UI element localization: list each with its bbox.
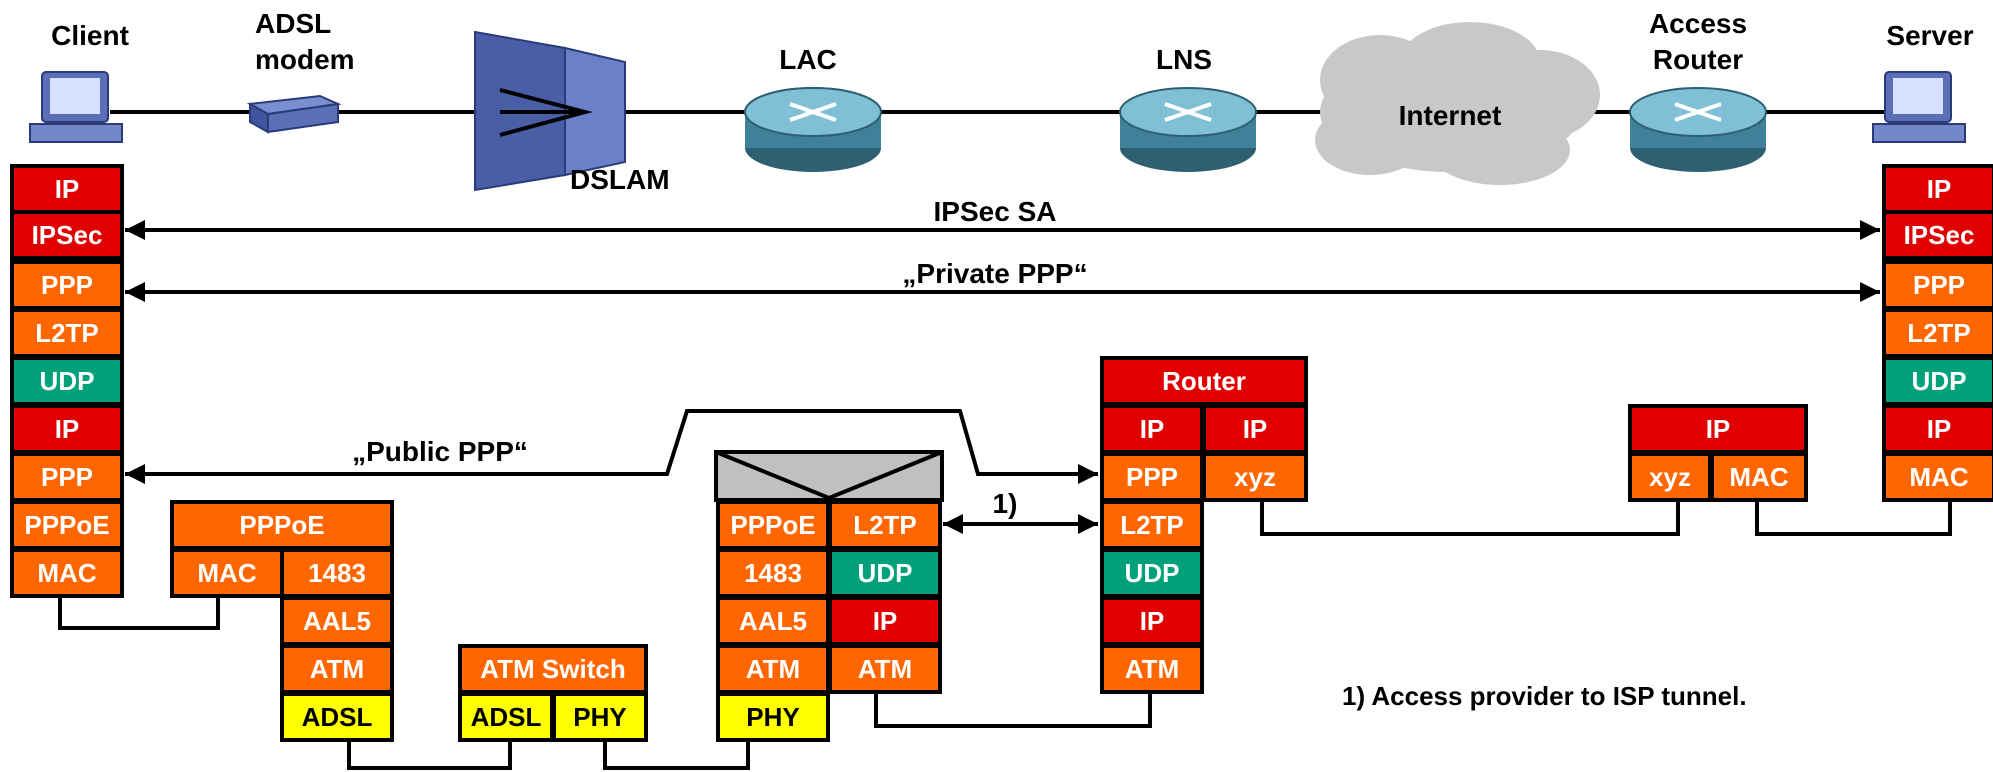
- ipsec-sa-label: IPSec SA: [933, 196, 1057, 227]
- switch-lac-link: [603, 738, 750, 770]
- server-stack-cell: PPP: [1882, 260, 1993, 310]
- lac-stack-left-cell: AAL5: [716, 596, 830, 646]
- public-ppp-arrow: [125, 409, 1098, 484]
- dslam-label: DSLAM: [570, 164, 670, 195]
- lns-stack-cell: xyz: [1202, 452, 1308, 502]
- client-label: Client: [51, 20, 129, 51]
- lns-label: LNS: [1156, 44, 1212, 75]
- lns-stack-cell: IP: [1100, 404, 1204, 454]
- footnote: 1) Access provider to ISP tunnel.: [1342, 681, 1747, 711]
- adsl-modem-label-1: ADSL: [255, 8, 332, 39]
- internet-cloud-icon: [1315, 22, 1600, 185]
- client-computer-icon: [29, 71, 123, 143]
- lns-stack-below-cell: IP: [1100, 596, 1204, 646]
- client-stack-cell: UDP: [10, 356, 124, 406]
- dslam-icon: [474, 30, 626, 192]
- atm-switch-left: ADSL: [458, 692, 554, 742]
- lns-stack-below-cell: UDP: [1100, 548, 1204, 598]
- server-stack-cell: IP: [1882, 404, 1993, 454]
- modem-stack-left: MAC: [170, 548, 284, 598]
- modem-stack-cell: AAL5: [280, 596, 394, 646]
- lac-lns-link: [874, 690, 1152, 728]
- access-router-label-2: Router: [1652, 44, 1744, 75]
- modem-stack-cell: ATM: [280, 644, 394, 694]
- internet-label: Internet: [1398, 100, 1502, 131]
- atm-switch-right: PHY: [552, 692, 648, 742]
- lac-stack-right-cell: L2TP: [828, 500, 942, 550]
- lns-stack-title: Router: [1100, 356, 1308, 406]
- server-stack-cell: UDP: [1882, 356, 1993, 406]
- client-stack-cell: PPPoE: [10, 500, 124, 550]
- lac-stack-left-cell: PPPoE: [716, 500, 830, 550]
- public-ppp-label: „Public PPP“: [352, 436, 528, 467]
- adsl-modem-icon: [246, 94, 342, 134]
- modem-stack-top: PPPoE: [170, 500, 394, 550]
- client-stack-cell: IPSec: [10, 210, 124, 260]
- lac-stack-right-cell: ATM: [828, 644, 942, 694]
- client-stack-cell: MAC: [10, 548, 124, 598]
- access-router-stack-left: xyz: [1628, 452, 1712, 502]
- router-server-link: [1755, 502, 1952, 536]
- adsl-modem-label-2: modem: [255, 44, 355, 75]
- modem-switch-link: [347, 738, 512, 770]
- lac-stack-left-cell: 1483: [716, 548, 830, 598]
- private-ppp-label: „Private PPP“: [902, 258, 1088, 289]
- access-router-icon: [1629, 87, 1767, 172]
- lns-router-link: [1260, 502, 1680, 536]
- lac-stack-left-cell: PHY: [716, 692, 830, 742]
- client-stack-cell: IP: [10, 404, 124, 454]
- tunnel-ref-label: 1): [992, 488, 1018, 519]
- client-stack-cell: IP: [10, 164, 124, 214]
- lac-stack-right-cell: IP: [828, 596, 942, 646]
- server-stack-cell: MAC: [1882, 452, 1993, 502]
- lac-header-icon: [714, 450, 944, 502]
- server-label: Server: [1886, 20, 1974, 51]
- access-router-stack-top: IP: [1628, 404, 1808, 454]
- server-stack-cell: L2TP: [1882, 308, 1993, 358]
- client-modem-link: [58, 594, 220, 630]
- server-stack-cell: IP: [1882, 164, 1993, 214]
- lns-stack-below-cell: ATM: [1100, 644, 1204, 694]
- server-stack-cell: IPSec: [1882, 210, 1993, 260]
- client-stack-cell: PPP: [10, 452, 124, 502]
- atm-switch-title: ATM Switch: [458, 644, 648, 694]
- lac-stack-right-cell: UDP: [828, 548, 942, 598]
- server-computer-icon: [1872, 71, 1966, 143]
- lac-router-icon: [744, 87, 882, 172]
- access-router-stack-right: MAC: [1710, 452, 1808, 502]
- lac-label: LAC: [779, 44, 837, 75]
- modem-stack-cell: ADSL: [280, 692, 394, 742]
- modem-stack-cell: 1483: [280, 548, 394, 598]
- client-stack-cell: PPP: [10, 260, 124, 310]
- lns-router-icon: [1119, 87, 1257, 172]
- lns-stack-cell: PPP: [1100, 452, 1204, 502]
- client-stack-cell: L2TP: [10, 308, 124, 358]
- lns-stack-below-cell: L2TP: [1100, 500, 1204, 550]
- access-router-label-1: Access: [1648, 8, 1748, 39]
- lns-stack-cell: IP: [1202, 404, 1308, 454]
- lac-stack-left-cell: ATM: [716, 644, 830, 694]
